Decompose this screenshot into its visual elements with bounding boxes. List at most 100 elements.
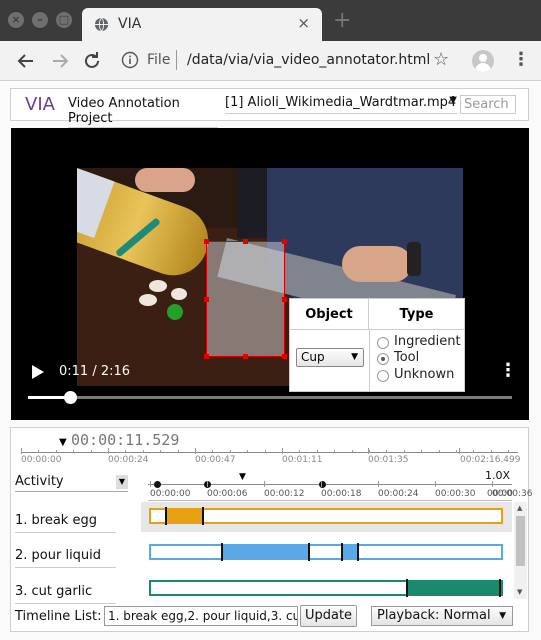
browser-menu-icon[interactable]: ⋮ [512, 49, 530, 70]
type-column-header: Type [369, 299, 464, 330]
global-minor-tick [403, 450, 405, 453]
track-name-break-egg[interactable]: 1. break egg [15, 513, 116, 533]
global-minor-tick [90, 450, 92, 453]
local-tick [207, 481, 208, 487]
scroll-down-icon[interactable]: ▼ [517, 588, 523, 596]
segment-start-handle[interactable] [221, 543, 223, 561]
object-select[interactable]: Cup ▼ [296, 348, 364, 367]
close-window-icon[interactable]: × [8, 12, 24, 28]
local-tick-label: 00:00:18 [321, 489, 362, 499]
video-seek-handle[interactable] [64, 391, 78, 404]
profile-avatar[interactable] [472, 50, 494, 72]
track-name-pour-liquid[interactable]: 2. pour liquid [15, 548, 116, 568]
global-minor-tick [177, 450, 179, 453]
playback-speed[interactable]: 1.0X [485, 469, 511, 482]
local-tick [150, 481, 151, 487]
local-tick [492, 481, 493, 487]
current-time[interactable]: 00:00:11.529 [71, 431, 180, 449]
video-seek-bar[interactable] [28, 391, 512, 404]
local-tick-label: 00:00:30 [435, 489, 476, 499]
radio-icon[interactable] [377, 370, 389, 382]
timeline-list-label: Timeline List: [15, 609, 102, 624]
segment-cut-garlic[interactable] [408, 582, 501, 594]
region-attribute-editor: Object Type Cup ▼ Ingredient Tool Unknow… [289, 298, 465, 392]
dropdown-arrow-icon: ▼ [499, 611, 506, 621]
video-time-display: 0:11 / 2:16 [59, 364, 131, 379]
info-icon[interactable] [121, 51, 139, 69]
url-scheme: File [147, 52, 171, 68]
bookmark-star-icon[interactable]: ☆ [433, 49, 450, 70]
update-button[interactable]: Update [300, 605, 357, 627]
global-minor-tick [55, 450, 57, 453]
global-minor-tick [108, 450, 109, 453]
global-minor-tick [125, 450, 127, 453]
attribute-select-value: Activity [15, 474, 64, 489]
via-logo[interactable]: VIA [25, 94, 55, 115]
global-tick-label: 00:00:47 [195, 455, 236, 465]
global-minor-tick [264, 450, 266, 453]
scrollbar-thumb[interactable] [516, 516, 525, 566]
segment-end-handle[interactable] [499, 579, 501, 597]
global-minor-tick [195, 450, 196, 453]
minimize-window-icon[interactable]: – [32, 12, 48, 28]
local-tick-label: 00:00 [487, 489, 513, 499]
track-pour-liquid[interactable] [149, 543, 503, 561]
attribute-select[interactable]: Activity ▼ [15, 474, 128, 492]
track-name-cut-garlic[interactable]: 3. cut garlic [15, 584, 116, 604]
global-tick-label: 00:02:16.499 [460, 455, 521, 465]
object-column-header: Object [290, 299, 369, 330]
timeline-list-input[interactable]: 1. break egg,2. pour liquid,3. cut garli… [104, 606, 298, 626]
keyframe-dot[interactable] [319, 481, 326, 488]
forward-icon[interactable] [48, 49, 72, 73]
video-file-select[interactable]: [1] Alioli_Wikimedia_Wardtmar.mp4 ▼ [225, 95, 457, 114]
tab-close-icon[interactable]: × [297, 14, 310, 32]
global-minor-tick [473, 450, 475, 453]
dropdown-arrow-icon: ▼ [351, 352, 358, 362]
segment-start-handle[interactable] [341, 543, 343, 561]
search-input[interactable]: Search [460, 95, 516, 114]
maximize-window-icon[interactable]: □ [56, 12, 72, 28]
global-minor-tick [299, 450, 301, 453]
segment-pour-liquid[interactable] [343, 546, 359, 558]
address-bar[interactable]: /data/via/via_video_annotator.html [187, 52, 431, 68]
scroll-up-icon[interactable]: ▲ [517, 504, 523, 512]
segment-pour-liquid[interactable] [223, 546, 309, 558]
browser-tab[interactable]: VIA × [82, 8, 322, 41]
radio-icon[interactable] [377, 337, 389, 349]
global-timeline-ruler[interactable] [21, 452, 518, 453]
track-cut-garlic[interactable] [149, 579, 503, 597]
global-tick [459, 448, 460, 454]
segment-end-handle[interactable] [202, 507, 204, 525]
global-minor-tick [316, 450, 318, 453]
track-break-egg[interactable] [149, 507, 503, 525]
segment-end-handle[interactable] [357, 543, 359, 561]
radio-selected-icon[interactable] [377, 353, 389, 365]
video-options-icon[interactable]: ⋮ [499, 360, 517, 381]
keyframe-dot[interactable] [154, 481, 161, 488]
global-minor-tick [351, 450, 353, 453]
dropdown-arrow-icon: ▼ [449, 95, 457, 106]
global-minor-tick [282, 450, 283, 453]
global-minor-tick [386, 450, 388, 453]
global-minor-tick [142, 450, 144, 453]
tab-title: VIA [118, 16, 142, 32]
reload-icon[interactable] [80, 49, 104, 73]
segment-start-handle[interactable] [406, 579, 408, 597]
region-bounding-box[interactable] [204, 239, 287, 359]
project-name-input[interactable]: Video Annotation Project [68, 96, 218, 128]
back-icon[interactable] [14, 49, 38, 73]
play-icon[interactable] [31, 364, 45, 380]
timeline-scrollbar[interactable]: ▲ ▼ [514, 502, 527, 599]
video-player[interactable]: Object Type Cup ▼ Ingredient Tool Unknow… [11, 128, 529, 420]
segment-break-egg[interactable] [167, 510, 203, 522]
local-tick-label: 00:00:06 [207, 489, 248, 499]
playback-mode-value: Playback: Normal [377, 608, 491, 623]
local-tick-label: 00:00:00 [150, 489, 191, 499]
segment-start-handle[interactable] [165, 507, 167, 525]
playback-mode-select[interactable]: Playback: Normal ▼ [371, 606, 513, 626]
local-timeline-ruler[interactable] [148, 484, 512, 485]
new-tab-icon[interactable]: + [333, 8, 352, 33]
segment-end-handle[interactable] [308, 543, 310, 561]
local-tick-label: 00:00:12 [264, 489, 305, 499]
